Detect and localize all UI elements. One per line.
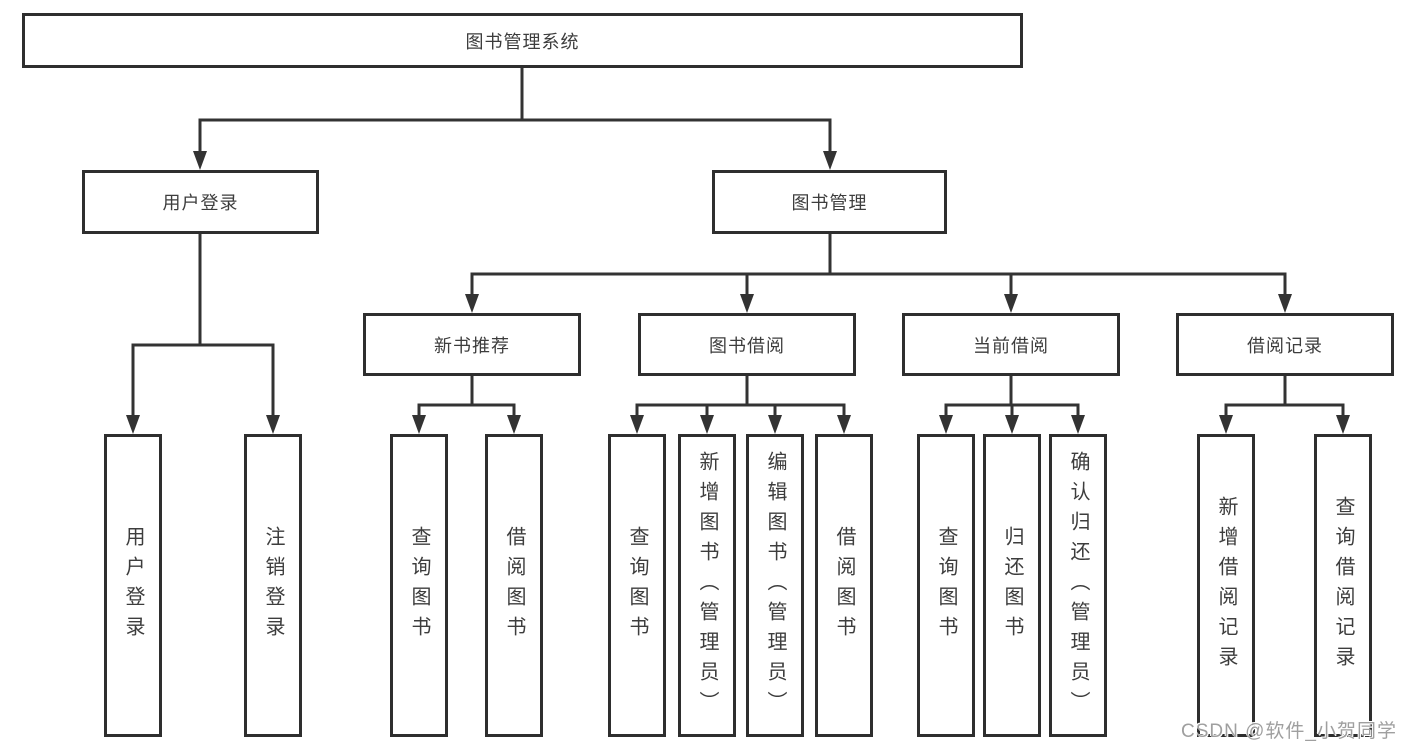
node-borrow-records: 借阅记录 [1176,313,1394,376]
connector-current-borrow-children [944,374,1080,420]
node-borrow-books-action: 借阅图书 [815,434,873,737]
node-add-books-admin: 新增图书（管理员） [678,434,736,737]
connector-root-to-level2 [198,66,832,156]
csdn-watermark: CSDN @软件_小贺同学 [1181,721,1397,742]
node-current-borrow: 当前借阅 [902,313,1120,376]
connector-user-login-children [131,232,275,420]
node-book-borrow: 图书借阅 [638,313,856,376]
node-new-book-recommend: 新书推荐 [363,313,581,376]
node-user-login: 用户登录 [82,170,319,234]
node-edit-books-admin: 编辑图书（管理员） [746,434,804,737]
node-confirm-return-admin: 确认归还（管理员） [1049,434,1107,737]
node-book-management: 图书管理 [712,170,947,234]
node-user-login-action: 用户登录 [104,434,162,737]
connector-recommend-children [417,374,516,420]
connector-records-children [1224,374,1345,420]
node-recommend-query-books: 查询图书 [390,434,448,737]
node-library-system: 图书管理系统 [22,13,1023,68]
node-return-books: 归还图书 [983,434,1041,737]
node-query-borrow-record: 查询借阅记录 [1314,434,1372,737]
node-recommend-borrow-books: 借阅图书 [485,434,543,737]
node-logout-action: 注销登录 [244,434,302,737]
node-add-borrow-record: 新增借阅记录 [1197,434,1255,737]
connector-book-management-children [470,232,1287,299]
connector-borrow-children [635,374,846,420]
node-current-query-books: 查询图书 [917,434,975,737]
node-borrow-query-books: 查询图书 [608,434,666,737]
